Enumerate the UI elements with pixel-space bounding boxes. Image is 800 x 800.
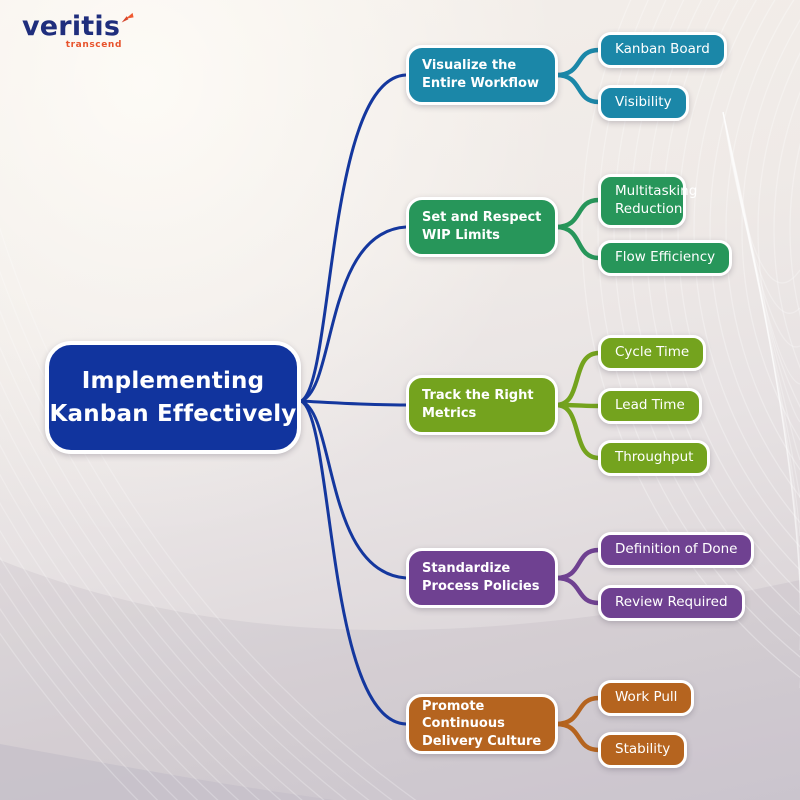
sub-node-flow-efficiency: Flow Efficiency [598,240,733,276]
connector-center-to-branch2 [299,225,408,403]
connector-branch5-work-pull [553,695,602,727]
sub-node-stability: Stability [598,732,688,768]
connector-branch1-kanban-board [553,47,602,78]
branch-node-label: Standardize Process Policies [422,561,540,594]
sub-node-label: Flow Efficiency [615,249,716,265]
branch-node-label: Set and Respect WIP Limits [422,210,542,243]
connector-branch4-definition-done [553,547,602,581]
sub-node-label: Review Required [615,594,728,610]
branch-node-label: Promote Continuous Delivery Culture [422,698,542,749]
sub-node-label: Cycle Time [615,344,690,360]
connector-branch3-throughput [553,402,602,461]
connector-branch1-visibility [553,72,602,105]
center-node-implementing-kanban: Implementing Kanban Effectively [45,341,301,454]
branch2-connectors [553,197,602,261]
branch-node-promote-continuous-delivery: Promote Continuous Delivery Culture [406,694,558,754]
branch1-connectors [553,47,602,105]
branch-node-label: Visualize the Entire Workflow [422,58,539,91]
connector-center-to-branch5 [299,399,408,726]
branch-node-track-right-metrics: Track the Right Metrics [406,375,558,435]
branch-node-label: Track the Right Metrics [422,388,534,421]
connector-branch3-cycle-time [553,350,602,408]
branch5-connectors [553,695,602,753]
sub-node-label: Visibility [615,94,672,110]
sub-node-cycle-time: Cycle Time [598,335,707,371]
branch-node-visualize-entire-workflow: Visualize the Entire Workflow [406,45,558,105]
sub-node-kanban-board: Kanban Board [598,32,727,68]
double-chevron-arrow-icon [121,12,134,23]
connector-branch2-flow-efficiency [553,224,602,261]
sub-node-work-pull: Work Pull [598,680,695,716]
sub-node-throughput: Throughput [598,440,711,476]
sub-node-lead-time: Lead Time [598,388,702,424]
branch-node-set-respect-wip-limits: Set and Respect WIP Limits [406,197,558,257]
branch3-connectors [553,350,602,461]
connector-branch5-stability [553,721,602,753]
center-node-label: Implementing Kanban Effectively [49,367,297,427]
veritis-logo: veritis transcend [22,11,134,50]
sub-node-label: Multitasking Reduction [615,183,698,217]
sub-node-review-required: Review Required [598,585,745,621]
branch-node-standardize-process-policies: Standardize Process Policies [406,548,558,608]
connector-center-to-branch1 [299,73,408,403]
center-connectors [299,73,408,726]
connector-center-to-branch3 [299,399,408,407]
sub-node-label: Throughput [615,449,694,465]
connector-branch4-review-required [553,575,602,606]
logo-tagline: transcend [65,40,122,50]
sub-node-label: Stability [615,741,671,757]
connector-branch2-multitasking [553,197,602,230]
sub-node-label: Work Pull [615,689,678,705]
logo-brand-text: veritis [22,11,121,42]
sub-node-label: Kanban Board [615,41,710,57]
sub-node-definition-of-done: Definition of Done [598,532,755,568]
sub-node-label: Definition of Done [615,541,738,557]
connector-center-to-branch4 [299,399,408,580]
sub-node-visibility: Visibility [598,85,689,121]
sub-node-multitasking-reduction: Multitasking Reduction [598,174,697,228]
branch4-connectors [553,547,602,606]
sub-node-label: Lead Time [615,397,685,413]
